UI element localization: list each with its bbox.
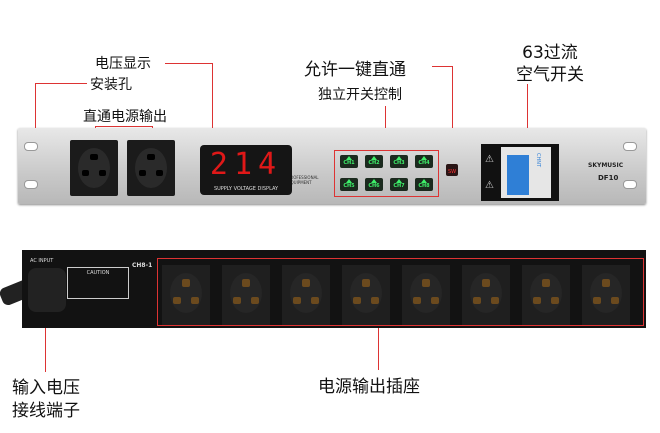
ch8-button[interactable]: CH8 xyxy=(415,178,433,191)
breaker-brand: CHNT xyxy=(535,153,541,168)
output-socket xyxy=(342,265,390,325)
label-one-key-bypass: 允许一键直通 xyxy=(304,60,406,80)
output-socket xyxy=(282,265,330,325)
display-caption: SUPPLY VOLTAGE DISPLAY xyxy=(213,186,279,192)
warning-icon: ⚠ xyxy=(485,154,494,165)
output-sockets xyxy=(157,258,644,326)
mounting-hole xyxy=(24,180,38,189)
mounting-hole xyxy=(623,142,637,151)
callout-line xyxy=(165,63,213,64)
caution-text: CAUTION xyxy=(86,270,110,276)
air-breaker: ⚠ ⚠ CHNT xyxy=(481,144,559,201)
ch3-button[interactable]: CH3 xyxy=(390,155,408,168)
ch6-button[interactable]: CH6 xyxy=(365,178,383,191)
callout-line xyxy=(35,83,87,84)
label-mounting-hole: 安装孔 xyxy=(90,77,132,93)
rear-panel: AC INPUT CAUTION CH8-1 xyxy=(22,250,646,328)
output-socket xyxy=(582,265,630,325)
label-breaker-line1: 63过流 xyxy=(522,43,578,63)
label-voltage-display: 电压显示 xyxy=(95,56,151,72)
brand-logo: SKYMUSIC xyxy=(588,162,624,169)
callout-line xyxy=(452,66,453,164)
output-socket xyxy=(162,265,210,325)
professional-text: PROFESSIONAL EQUIPMENT xyxy=(288,175,319,185)
channel-buttons: CH1 CH2 CH3 CH4 CH5 CH6 CH7 CH8 xyxy=(334,150,439,197)
sw-button[interactable]: SW xyxy=(446,164,458,176)
model-label: DF10 xyxy=(598,174,619,182)
callout-line xyxy=(212,63,213,147)
ac-input-label: AC INPUT xyxy=(30,258,54,264)
callout-line xyxy=(378,326,379,370)
front-socket xyxy=(70,140,118,196)
callout-line xyxy=(432,66,453,67)
breaker-switch[interactable] xyxy=(507,155,529,195)
callout-line xyxy=(35,83,36,141)
ch7-button[interactable]: CH7 xyxy=(390,178,408,191)
ch4-button[interactable]: CH4 xyxy=(415,155,433,168)
warning-icon: ⚠ xyxy=(485,180,494,191)
ch2-button[interactable]: CH2 xyxy=(365,155,383,168)
mounting-hole xyxy=(623,180,637,189)
channel-range: CH8-1 xyxy=(132,262,153,269)
callout-line xyxy=(527,84,528,154)
front-socket xyxy=(127,140,175,196)
mounting-hole xyxy=(24,142,38,151)
label-independent-switch: 独立开关控制 xyxy=(318,87,402,103)
output-socket xyxy=(522,265,570,325)
caution-label: CAUTION xyxy=(67,267,129,299)
ch5-button[interactable]: CH5 xyxy=(340,178,358,191)
output-socket xyxy=(222,265,270,325)
output-socket xyxy=(462,265,510,325)
label-direct-output: 直通电源输出 xyxy=(83,109,167,125)
voltage-display: 214 SUPPLY VOLTAGE DISPLAY xyxy=(200,145,292,195)
front-panel: PROFESSIONAL EQUIPMENT SKYMUSIC DF10 xyxy=(18,128,646,204)
ch1-button[interactable]: CH1 xyxy=(340,155,358,168)
callout-line xyxy=(95,126,153,127)
label-input-line2: 接线端子 xyxy=(12,401,80,421)
cable-gland xyxy=(28,268,66,312)
breaker-body: CHNT xyxy=(501,147,551,198)
label-breaker-line2: 空气开关 xyxy=(516,65,584,85)
label-input-line1: 输入电压 xyxy=(12,378,80,398)
output-socket xyxy=(402,265,450,325)
voltage-value: 214 xyxy=(209,147,283,182)
callout-line xyxy=(45,318,46,372)
label-output-sockets: 电源输出插座 xyxy=(318,377,420,397)
